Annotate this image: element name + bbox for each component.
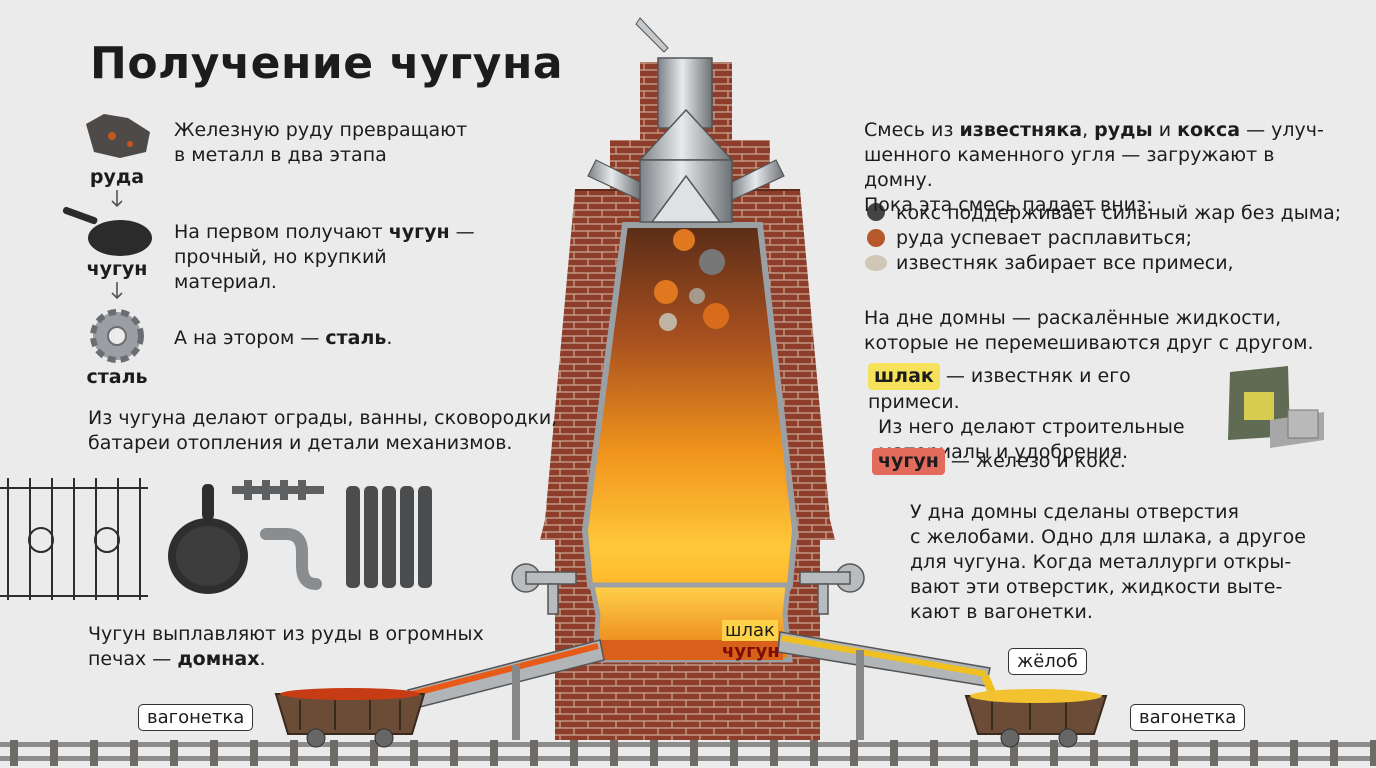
wagon-right-drawing xyxy=(964,689,1108,748)
radiator-drawing xyxy=(346,486,432,588)
fence-drawing xyxy=(0,478,148,600)
gear-drawing xyxy=(90,309,144,363)
iron-block: чугун — железо и кокс. xyxy=(872,448,1126,475)
pan-drawing xyxy=(168,484,248,594)
wagon-right-callout: вагонетка xyxy=(1130,704,1246,731)
step-text-ore: Железную руду превращают в металл в два … xyxy=(174,119,468,166)
bullet-coke: кокс поддерживает сильный жар без дыма; xyxy=(896,202,1342,224)
step-arrows xyxy=(111,190,123,300)
page-title: Получение чугуна xyxy=(90,38,564,89)
pipe-drawing xyxy=(260,528,322,590)
mix-text: Смесь из известняка, руды и кокса — улуч… xyxy=(864,119,1324,216)
furnace-hopper xyxy=(587,17,785,223)
uses-text: Из чугуна делают ограды, ванны, сковород… xyxy=(88,407,558,454)
bullet-ore: руда успевает расплавиться; xyxy=(896,227,1193,249)
step-text-iron: На первом получают чугун — прочный, но к… xyxy=(174,221,475,293)
furnace-label-iron: чугун xyxy=(722,641,780,662)
fertilizer-bag-drawing xyxy=(1228,366,1324,448)
rails xyxy=(0,740,1376,766)
furnace-pipes xyxy=(511,563,865,615)
step-label-steel: сталь xyxy=(86,366,148,388)
bullet-icons xyxy=(865,203,887,271)
smelt-text: Чугун выплавляют из руды в огромных печа… xyxy=(88,623,484,670)
ore-drawing xyxy=(86,114,150,158)
slag-tag: шлак xyxy=(868,363,940,390)
step-text-steel: А на этором — сталь. xyxy=(174,327,393,349)
trough-callout: жёлоб xyxy=(1008,648,1087,675)
bottom-text: На дне домны — раскалённые жидкости,кото… xyxy=(864,307,1314,354)
crankshaft-drawing xyxy=(232,480,324,500)
bullet-limestone: известняк забирает все примеси, xyxy=(896,252,1234,274)
furnace-label-slag: шлак xyxy=(722,620,778,641)
troughs xyxy=(406,631,1004,740)
iron-tag: чугун xyxy=(872,448,945,475)
wagon-left-drawing xyxy=(274,688,426,748)
step-label-iron: чугун xyxy=(86,258,148,280)
wagon-left-callout: вагонетка xyxy=(138,704,254,731)
frying-pan-drawing xyxy=(62,206,152,256)
step-label-ore: руда xyxy=(89,166,145,188)
furnace-shaft xyxy=(581,222,799,663)
